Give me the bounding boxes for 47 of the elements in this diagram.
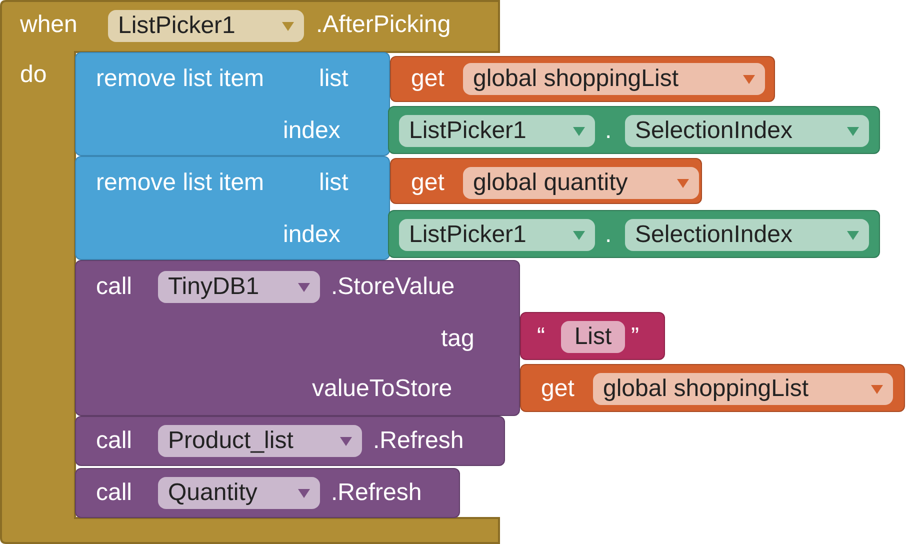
statement-block bbox=[75, 156, 390, 260]
block-label: .StoreValue bbox=[331, 273, 455, 301]
dropdown-field: ListPicker1 bbox=[399, 115, 595, 147]
block-label: index bbox=[283, 221, 340, 249]
block-label: . bbox=[605, 117, 612, 145]
dropdown-field: global quantity bbox=[463, 167, 699, 199]
dropdown-field: SelectionIndex bbox=[625, 115, 869, 147]
value-block bbox=[520, 312, 665, 360]
block-label: “ bbox=[537, 323, 545, 351]
block-label: list bbox=[319, 169, 348, 197]
text-field: List bbox=[561, 321, 625, 353]
block-label: get bbox=[541, 375, 574, 403]
block-label: get bbox=[411, 169, 444, 197]
dropdown-field: SelectionIndex bbox=[625, 219, 869, 251]
statement-block bbox=[75, 468, 460, 518]
statement-block bbox=[75, 52, 390, 156]
value-block bbox=[388, 210, 880, 258]
block-label: when bbox=[20, 11, 78, 39]
block-label: get bbox=[411, 65, 444, 93]
statement-block bbox=[75, 416, 505, 466]
block-label: tag bbox=[441, 325, 474, 353]
block-label: call bbox=[96, 273, 132, 301]
value-block bbox=[388, 106, 880, 154]
block-label: ” bbox=[631, 323, 639, 351]
block-label: remove list item bbox=[96, 169, 264, 197]
statement-block bbox=[75, 260, 520, 416]
block-label: .Refresh bbox=[373, 427, 464, 455]
block-label: call bbox=[96, 427, 132, 455]
block-label: call bbox=[96, 479, 132, 507]
block-label: remove list item bbox=[96, 65, 264, 93]
block-label: . bbox=[605, 221, 612, 249]
block-label: do bbox=[20, 61, 47, 89]
block-label: .AfterPicking bbox=[316, 11, 451, 39]
block-label: valueToStore bbox=[312, 375, 452, 403]
block-label: index bbox=[283, 117, 340, 145]
dropdown-field: Product_list bbox=[158, 425, 362, 457]
dropdown-field: global shoppingList bbox=[593, 373, 893, 405]
block-label: list bbox=[319, 65, 348, 93]
dropdown-field: global shoppingList bbox=[463, 63, 765, 95]
block-label: .Refresh bbox=[331, 479, 422, 507]
value-block bbox=[390, 158, 702, 204]
dropdown-field: Quantity bbox=[158, 477, 320, 509]
dropdown-field: ListPicker1 bbox=[108, 10, 304, 42]
dropdown-field: TinyDB1 bbox=[158, 271, 320, 303]
value-block bbox=[520, 364, 905, 412]
dropdown-field: ListPicker1 bbox=[399, 219, 595, 251]
value-block bbox=[390, 56, 775, 102]
